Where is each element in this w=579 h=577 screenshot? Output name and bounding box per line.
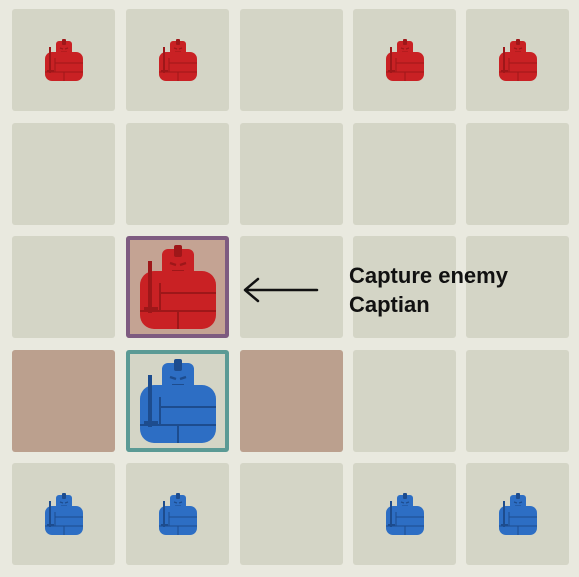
board-square-r3c3[interactable] xyxy=(240,236,343,338)
board-square-r1c5[interactable] xyxy=(466,9,569,111)
capture-hint-line-1: Capture enemy xyxy=(349,263,508,288)
capture-hint-line-2: Captian xyxy=(349,292,430,317)
board-square-r4c4[interactable] xyxy=(353,350,456,452)
board-square-r5c1[interactable] xyxy=(12,463,115,565)
board-square-r3c2[interactable] xyxy=(126,236,229,338)
board-square-r1c2[interactable] xyxy=(126,9,229,111)
board-square-r2c3[interactable] xyxy=(240,123,343,225)
board-square-r4c1[interactable] xyxy=(12,350,115,452)
board-square-r1c3[interactable] xyxy=(240,9,343,111)
board-square-r2c5[interactable] xyxy=(466,123,569,225)
left-arrow-icon xyxy=(240,276,320,311)
capture-hint-label: Capture enemy Captian xyxy=(349,261,508,319)
board-square-r5c5[interactable] xyxy=(466,463,569,565)
board-square-r3c4[interactable] xyxy=(353,236,456,338)
board-square-r4c5[interactable] xyxy=(466,350,569,452)
board-square-r1c4[interactable] xyxy=(353,9,456,111)
blue-soldier-icon[interactable] xyxy=(41,491,87,537)
blue-soldier-icon[interactable] xyxy=(155,491,201,537)
board-square-r3c1[interactable] xyxy=(12,236,115,338)
board-square-r4c3[interactable] xyxy=(240,350,343,452)
board-square-r2c4[interactable] xyxy=(353,123,456,225)
board-square-r2c2[interactable] xyxy=(126,123,229,225)
board-square-r5c3[interactable] xyxy=(240,463,343,565)
board-square-r2c1[interactable] xyxy=(12,123,115,225)
board-square-r5c4[interactable] xyxy=(353,463,456,565)
red-soldier-icon[interactable] xyxy=(495,37,541,83)
blue-captain-icon[interactable] xyxy=(132,355,224,447)
red-soldier-icon[interactable] xyxy=(155,37,201,83)
red-soldier-icon[interactable] xyxy=(41,37,87,83)
red-captain-icon[interactable] xyxy=(132,241,224,333)
board-square-r1c1[interactable] xyxy=(12,9,115,111)
board-square-r3c5[interactable] xyxy=(466,236,569,338)
red-soldier-icon[interactable] xyxy=(382,37,428,83)
blue-soldier-icon[interactable] xyxy=(382,491,428,537)
board-square-r4c2[interactable] xyxy=(126,350,229,452)
board-square-r5c2[interactable] xyxy=(126,463,229,565)
blue-soldier-icon[interactable] xyxy=(495,491,541,537)
